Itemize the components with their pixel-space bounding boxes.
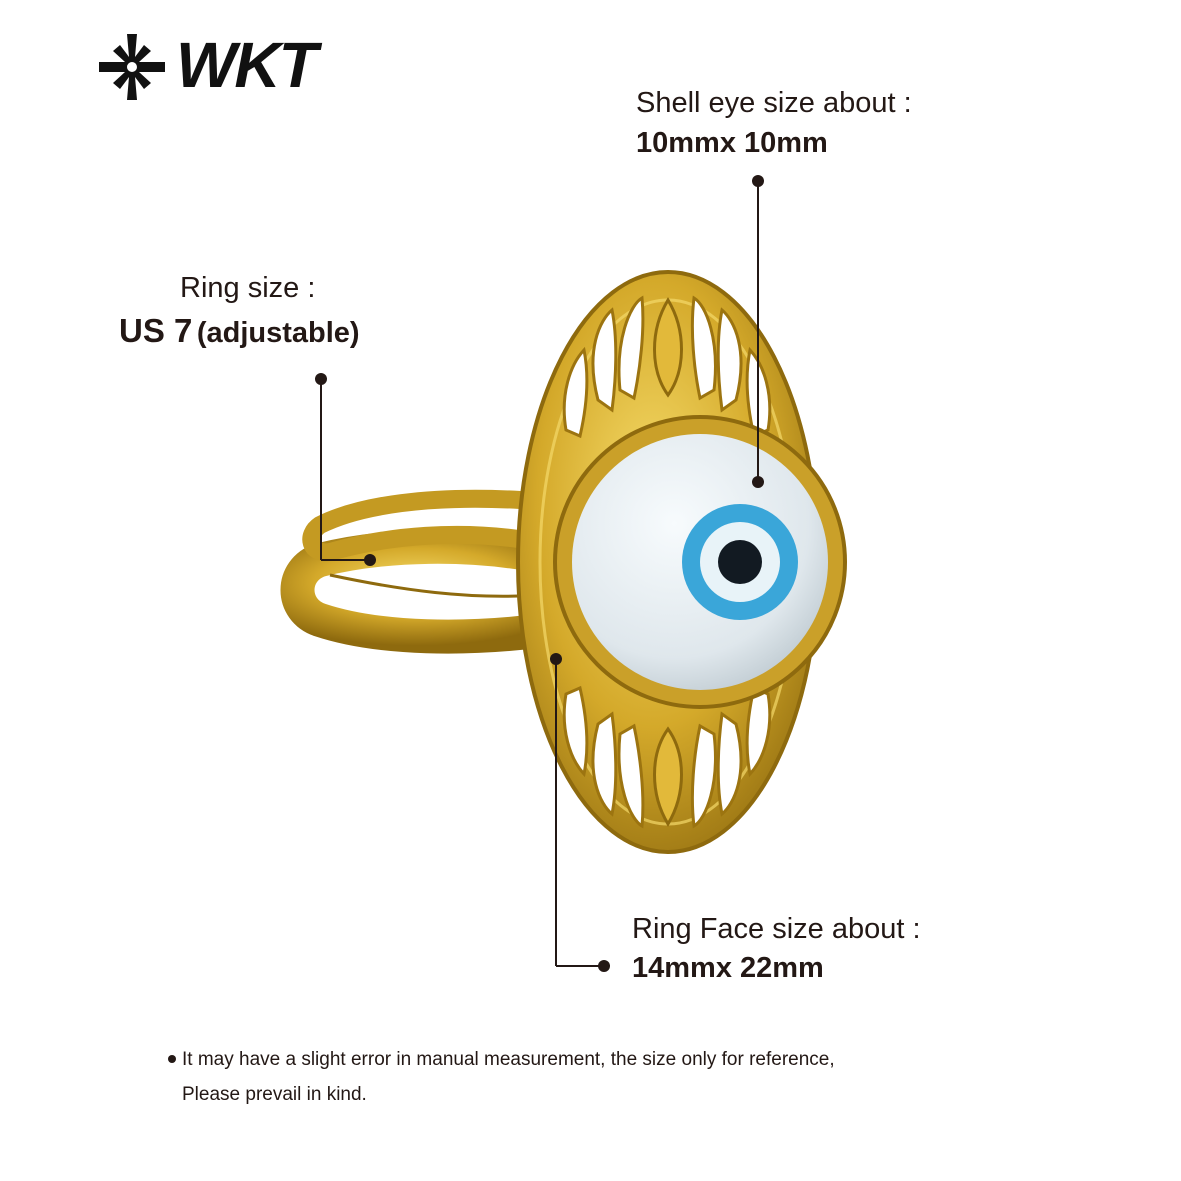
ring-size-adjustable: (adjustable): [196, 317, 360, 349]
ring-size-value: US 7 (adjustable): [119, 312, 360, 350]
ring-face-label: Ring Face size about :: [632, 913, 921, 945]
snowflake-star-icon: [97, 31, 167, 103]
shell-eye-stone: [572, 434, 828, 690]
ring-size-label: Ring size :: [180, 272, 316, 304]
ring-band: [280, 489, 577, 654]
measurement-note-line1: It may have a slight error in manual mea…: [182, 1049, 835, 1070]
ring-size-main: US 7: [119, 312, 193, 349]
brand-name: WKT: [176, 29, 318, 101]
shell-eye-label: Shell eye size about :: [636, 87, 912, 119]
shell-eye-value: 10mmx 10mm: [636, 127, 828, 159]
measurement-note-line2: Please prevail in kind.: [182, 1084, 367, 1105]
ring-face-value: 14mmx 22mm: [632, 952, 824, 984]
